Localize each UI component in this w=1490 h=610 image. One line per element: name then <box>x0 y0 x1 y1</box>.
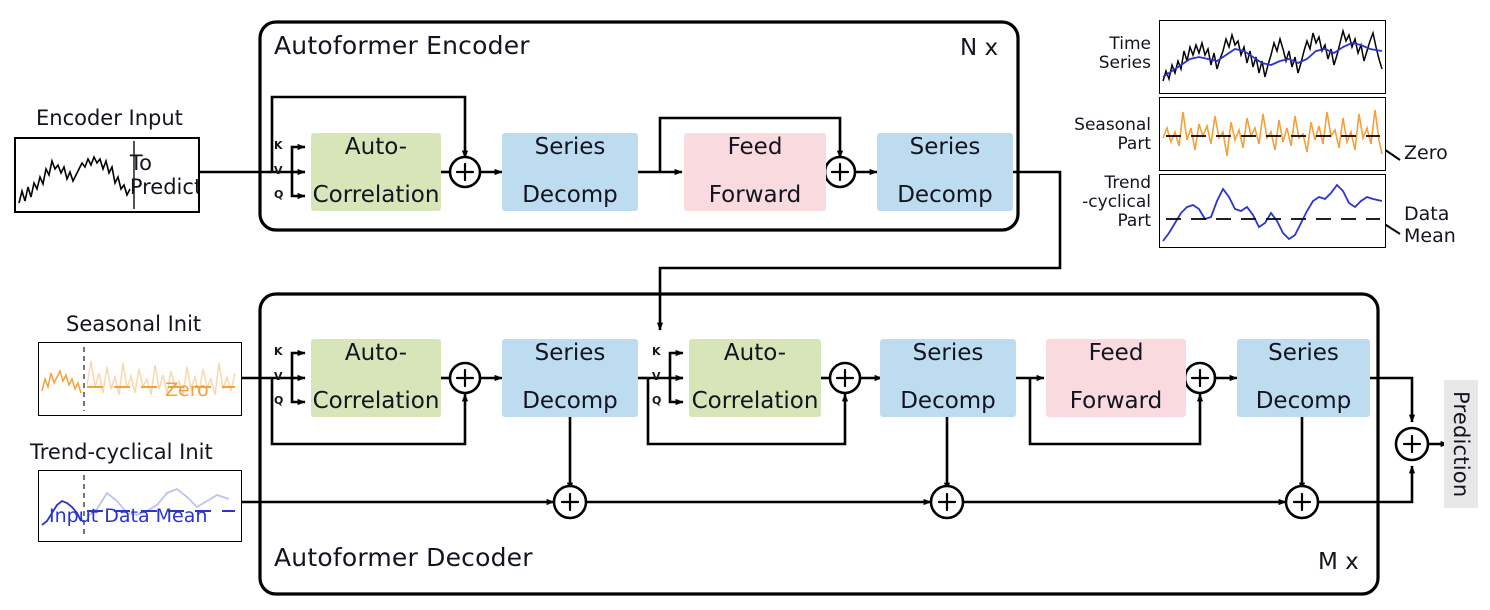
decoder-v-label-2: V <box>652 370 661 383</box>
decoder-series-decomp-block-3[interactable]: Series Decomp <box>1237 339 1370 417</box>
encoder-k-label: K <box>274 139 283 152</box>
prediction-output-label: Prediction <box>1444 380 1478 508</box>
trend-init-mean-annotation: Input Data Mean <box>49 505 208 527</box>
zero-annotation: Zero <box>1404 142 1448 164</box>
block-label-line1: Auto- <box>344 340 408 367</box>
decoder-title: Autoformer Decoder <box>274 543 533 572</box>
block-label-line1: Series <box>912 340 984 367</box>
block-label-line2: Decomp <box>897 181 993 208</box>
block-label-line2: Decomp <box>900 387 996 414</box>
block-label-line1: Series <box>909 134 981 161</box>
decoder-q-label-2: Q <box>652 394 662 407</box>
encoder-input-title: Encoder Input <box>36 106 183 130</box>
trend-part-plot <box>1162 183 1383 242</box>
block-label-line2: Decomp <box>522 181 618 208</box>
decoder-series-decomp-block-1[interactable]: Series Decomp <box>502 339 638 417</box>
encoder-group-box <box>258 20 1020 232</box>
block-label-line2: Decomp <box>1255 387 1352 414</box>
block-label-line2: Forward <box>708 181 802 208</box>
block-label-line2: Correlation <box>691 387 819 414</box>
encoder-title: Autoformer Encoder <box>274 31 530 60</box>
encoder-input-series <box>18 141 135 209</box>
seasonal-init-series <box>41 347 236 411</box>
decoder-k-label-2: K <box>652 345 661 358</box>
block-label-line1: Series <box>534 134 606 161</box>
seasonal-init-zero-annotation: Zero <box>165 379 209 401</box>
encoder-input-thumbnail[interactable]: To Predict <box>14 137 200 213</box>
encoder-v-label: V <box>274 164 283 177</box>
seasonal-part-panel <box>1159 97 1386 171</box>
block-label-line2: Correlation <box>312 387 440 414</box>
decoder-series-decomp-block-2[interactable]: Series Decomp <box>880 339 1016 417</box>
encoder-q-label: Q <box>274 188 284 201</box>
time-series-plot <box>1162 28 1383 82</box>
panel-label-seasonal-part: Seasonal Part <box>1074 115 1151 155</box>
encoder-feed-forward-block[interactable]: Feed Forward <box>684 133 826 211</box>
block-label-line1: Series <box>1268 340 1339 367</box>
seasonal-part-plot <box>1162 109 1383 157</box>
encoder-auto-correlation-block[interactable]: Auto- Correlation <box>311 133 441 211</box>
adder-nodes <box>448 155 1430 520</box>
encoder-series-decomp-block-2[interactable]: Series Decomp <box>877 133 1013 211</box>
decoder-v-label-1: V <box>274 370 283 383</box>
decoder-auto-correlation-block-2[interactable]: Auto- Correlation <box>689 339 821 417</box>
time-series-panel <box>1159 20 1386 94</box>
decoder-q-label-1: Q <box>274 394 284 407</box>
panel-label-time-series: Time Series <box>1098 34 1151 74</box>
encoder-series-decomp-block-1[interactable]: Series Decomp <box>502 133 638 211</box>
trend-init-series <box>41 475 235 537</box>
block-label-line2: Correlation <box>312 181 440 208</box>
seasonal-init-title: Seasonal Init <box>66 312 202 336</box>
panel-label-trend-part: Trend -cyclical Part <box>1082 173 1151 232</box>
decoder-repeat-label: M x <box>1318 549 1359 575</box>
block-label-line1: Series <box>534 340 606 367</box>
block-label-line2: Forward <box>1069 387 1163 414</box>
block-label-line1: Feed <box>727 134 783 161</box>
decoder-k-label-1: K <box>274 345 283 358</box>
trend-init-title: Trend-cyclical Init <box>30 440 213 464</box>
encoder-repeat-label: N x <box>960 35 999 61</box>
block-label-line1: Feed <box>1088 340 1144 367</box>
block-label-line1: Auto- <box>344 134 408 161</box>
trend-init-thumbnail[interactable]: Input Data Mean <box>38 470 242 542</box>
seasonal-init-thumbnail[interactable]: Zero <box>38 342 242 416</box>
to-predict-label: To Predict <box>129 151 200 199</box>
decoder-feed-forward-block[interactable]: Feed Forward <box>1046 339 1186 417</box>
block-label-line2: Decomp <box>522 387 618 414</box>
block-label-line1: Auto- <box>723 340 787 367</box>
decoder-group-box <box>258 292 1380 596</box>
decoder-auto-correlation-block-1[interactable]: Auto- Correlation <box>311 339 441 417</box>
trend-part-panel <box>1159 174 1386 248</box>
